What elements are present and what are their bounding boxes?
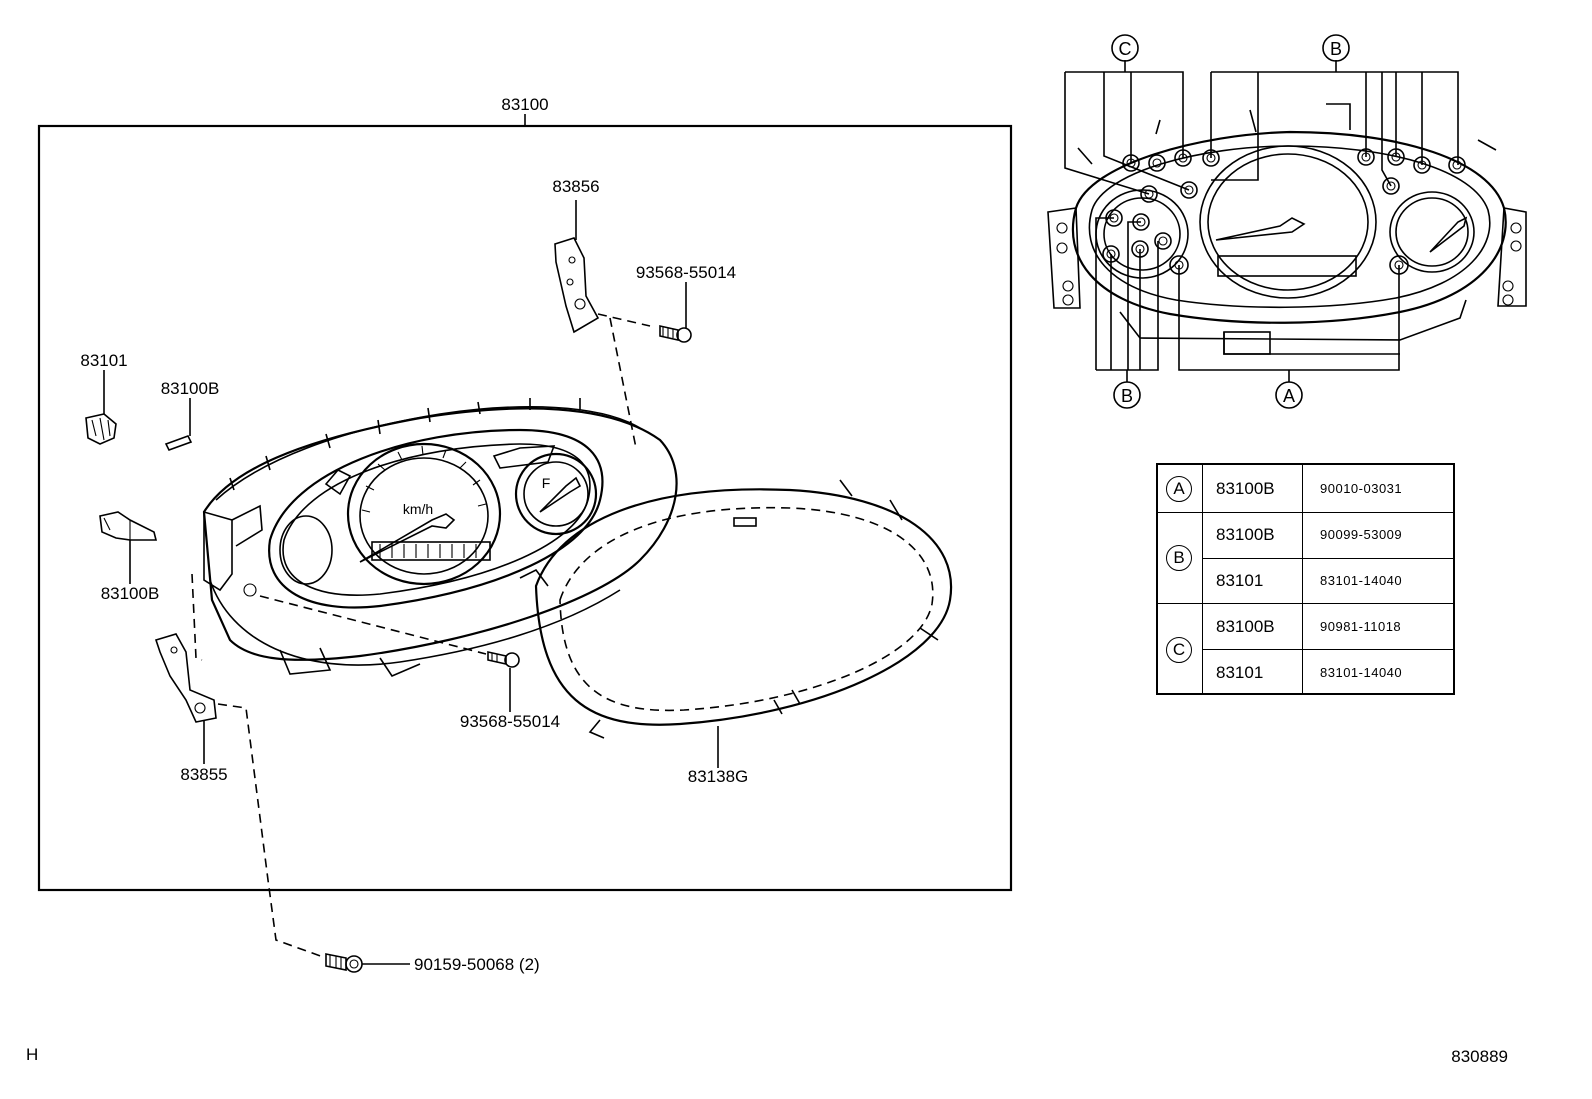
table-code-a1: 90010-03031 <box>1320 481 1403 496</box>
label-83100B-top: 83100B <box>161 379 220 398</box>
table-part-c2: 83101 <box>1216 663 1264 682</box>
callout-c-top: C <box>1111 34 1139 62</box>
callout-a-bottom: A <box>1275 381 1303 409</box>
bulb-socket-83100B <box>99 511 158 541</box>
table-letter-b: B <box>1166 545 1192 571</box>
table-code-b1: 90099-53009 <box>1320 527 1403 542</box>
screw-lower <box>487 651 520 668</box>
bolt-90159 <box>325 953 363 973</box>
table-part-c1: 83100B <box>1216 617 1275 636</box>
label-83138G: 83138G <box>688 767 749 786</box>
table-part-b2: 83101 <box>1216 571 1264 590</box>
svg-text:A: A <box>1283 386 1295 406</box>
cluster-rear-view <box>1047 60 1527 382</box>
bulb-reference-table: A 83100B 90010-03031 B 83100B 90099-5300… <box>1156 463 1455 695</box>
gauge-fuel-f: F <box>542 475 551 491</box>
label-83856: 83856 <box>552 177 599 196</box>
table-part-b1: 83100B <box>1216 525 1275 544</box>
callout-b-bottom: B <box>1113 381 1141 409</box>
table-code-c2: 83101-14040 <box>1320 665 1403 680</box>
bracket-lower-83855 <box>154 633 217 723</box>
svg-text:B: B <box>1121 386 1133 406</box>
label-83100: 83100 <box>501 95 548 114</box>
svg-text:B: B <box>1330 39 1342 59</box>
socket-83101 <box>85 413 117 445</box>
label-83855: 83855 <box>180 765 227 784</box>
combination-meter-body <box>202 398 678 677</box>
gauge-unit-kmh: km/h <box>403 501 433 517</box>
bracket-upper-83856 <box>554 237 600 334</box>
corner-label-number: 830889 <box>1451 1047 1508 1066</box>
label-90159: 90159-50068 (2) <box>414 955 540 974</box>
callout-b-top: B <box>1322 34 1350 62</box>
table-letter-a: A <box>1166 476 1192 502</box>
screw-upper <box>659 325 692 343</box>
corner-label-h: H <box>26 1045 38 1064</box>
table-part-a1: 83100B <box>1216 479 1275 498</box>
table-code-b2: 83101-14040 <box>1320 573 1403 588</box>
lens-83138G <box>519 479 953 739</box>
label-83100B-lower: 83100B <box>101 584 160 603</box>
svg-text:C: C <box>1119 39 1132 59</box>
label-83101: 83101 <box>80 351 127 370</box>
table-code-c1: 90981-11018 <box>1320 619 1402 634</box>
table-letter-c: C <box>1166 637 1192 663</box>
label-93568-upper: 93568-55014 <box>636 263 736 282</box>
label-93568-lower: 93568-55014 <box>460 712 560 731</box>
bulb-small-83100B <box>164 435 193 451</box>
